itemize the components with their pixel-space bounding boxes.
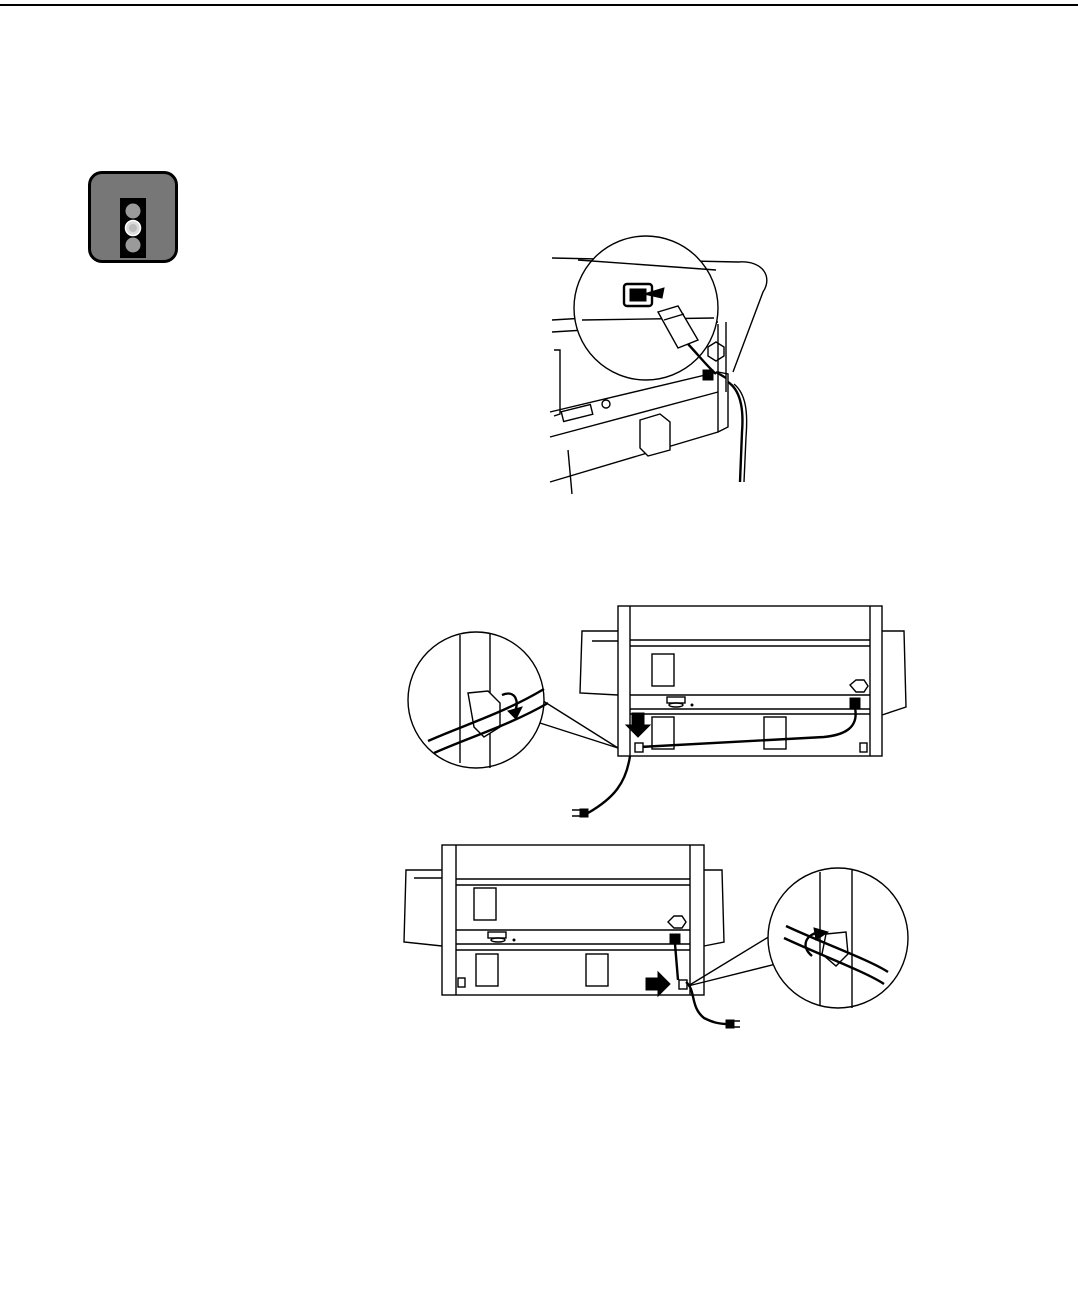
route-cord-left-hook-illustration xyxy=(404,603,920,825)
traffic-light-caution-icon xyxy=(91,174,175,260)
caution-badge xyxy=(88,171,178,263)
page-top-rule xyxy=(0,4,1078,6)
route-cord-right-hook-illustration xyxy=(400,842,912,1038)
connect-power-cord-illustration xyxy=(548,232,788,508)
